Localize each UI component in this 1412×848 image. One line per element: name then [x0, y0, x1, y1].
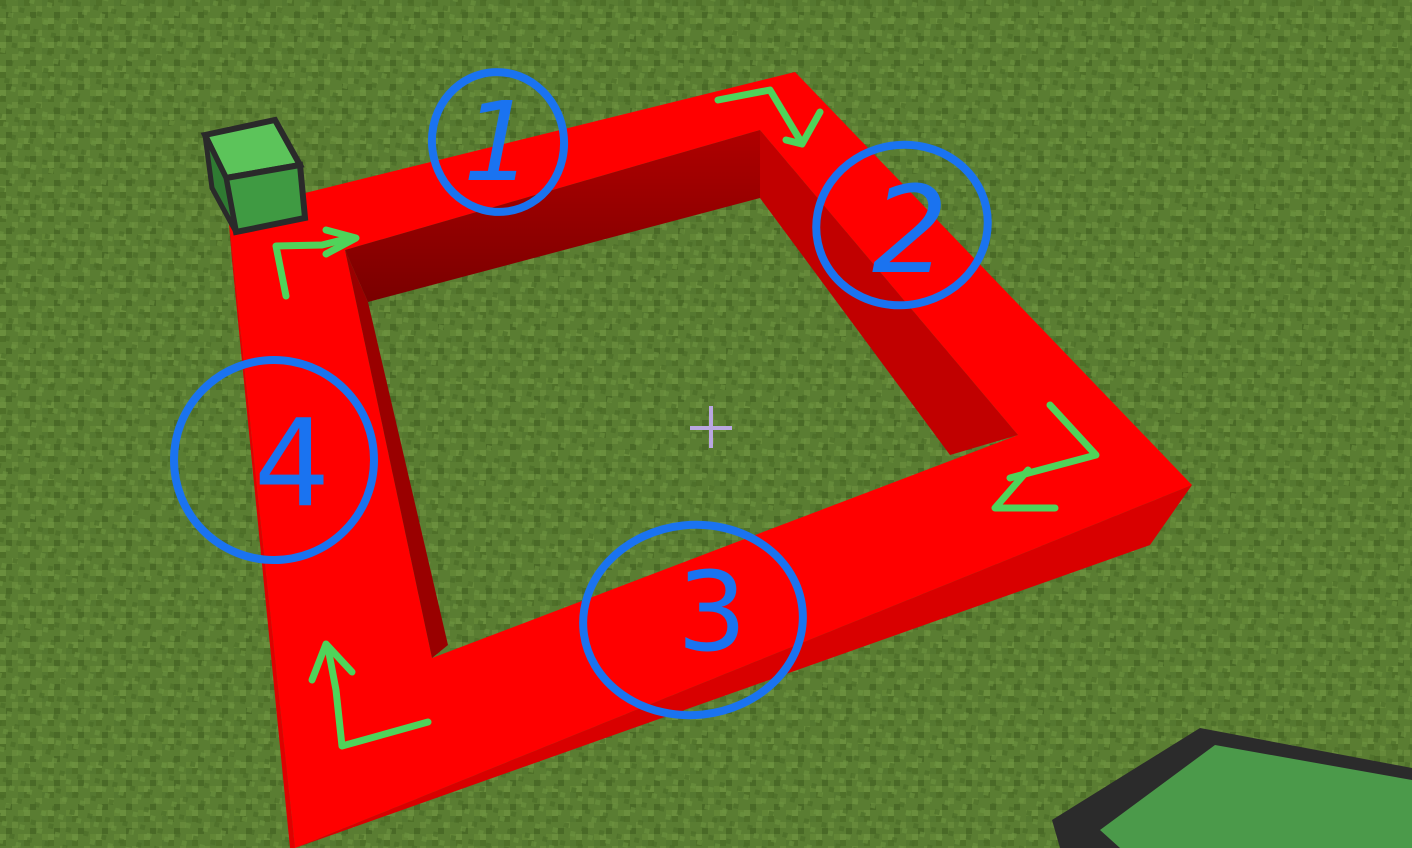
green-slab — [1052, 728, 1412, 848]
annotation-circle-1 — [427, 68, 569, 216]
annotation-number-2: 2 — [872, 162, 948, 301]
annotation-number-1: 1 — [463, 78, 533, 206]
arrow-icon — [991, 401, 1100, 512]
arrow-icon — [308, 640, 432, 750]
red-block-ring — [228, 72, 1192, 848]
crosshair-icon — [690, 406, 732, 448]
annotation-circle-3 — [579, 520, 807, 720]
green-block — [200, 116, 309, 236]
annotation-circle-4 — [170, 356, 378, 564]
annotation-number-4: 4 — [254, 395, 330, 534]
arrow-icon — [272, 226, 360, 300]
annotation-circle-2 — [812, 140, 992, 310]
arrow-icon — [714, 86, 824, 148]
annotation-number-3: 3 — [677, 548, 747, 676]
